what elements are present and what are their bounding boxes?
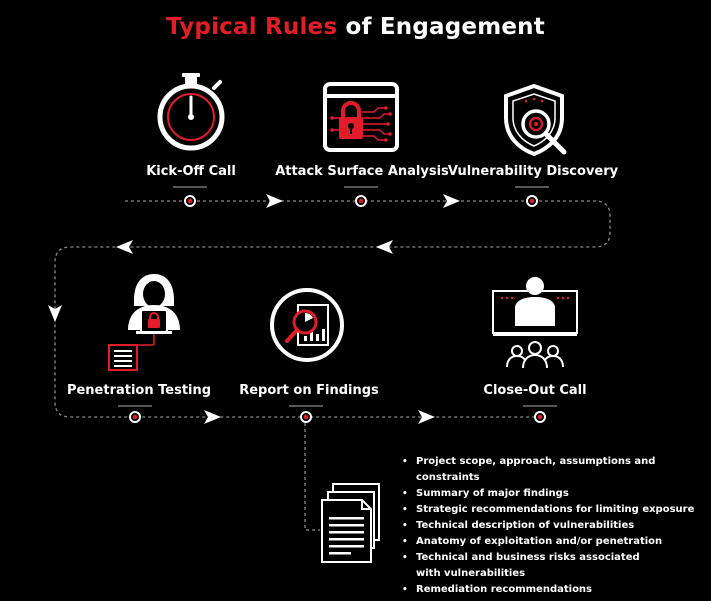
step-label-close-out-call: Close-Out Call (483, 383, 587, 398)
list-item: Technical description of vulnerabilities (400, 518, 700, 534)
video-conference-icon (492, 277, 578, 369)
list-item: Technical and business risks associated … (400, 550, 646, 582)
arrow-left-icon (376, 240, 393, 254)
title-rest: of Engagement (337, 14, 545, 40)
flow-connector (54, 186, 611, 531)
step-label-penetration-testing: Penetration Testing (66, 383, 212, 398)
hooded-hacker-icon (108, 274, 180, 371)
arrow-left-icon (116, 240, 133, 254)
documents-icon (321, 483, 380, 563)
step-label-attack-surface-analysis: Attack Surface Analysis (275, 164, 449, 179)
arrow-right-icon (266, 194, 283, 208)
report-contents-list: Project scope, approach, assumptions and… (400, 454, 700, 598)
page-title: Typical Rules of Engagement (0, 14, 711, 40)
step-label-report-on-findings: Report on Findings (239, 383, 379, 398)
list-item: Summary of major findings (400, 486, 700, 502)
arrow-right-icon (204, 410, 221, 424)
stopwatch-icon (157, 73, 225, 151)
shield-magnifier-icon (504, 83, 567, 157)
step-label-vulnerability-discovery: Vulnerability Discovery (447, 164, 619, 179)
list-item: Remediation recommendations (400, 582, 700, 598)
arrow-down-icon (48, 305, 62, 322)
report-magnifier-icon (270, 288, 344, 362)
list-item: Anatomy of exploitation and/or penetrati… (400, 534, 700, 550)
list-item: Strategic recommendations for limiting e… (400, 502, 700, 518)
title-highlight: Typical Rules (166, 14, 338, 40)
step-label-kick-off-call: Kick-Off Call (146, 164, 236, 179)
arrow-right-icon (418, 410, 435, 424)
arrow-right-icon (443, 194, 460, 208)
circuit-lock-icon (323, 82, 399, 152)
list-item: Project scope, approach, assumptions and… (400, 454, 700, 486)
